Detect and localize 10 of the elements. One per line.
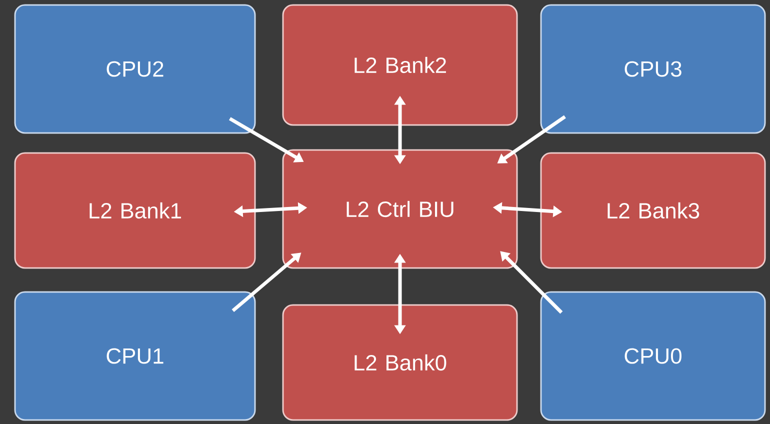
arrow (500, 251, 563, 314)
cache-box: L2 Bank3 (540, 152, 766, 269)
cache-box: L2 Bank1 (14, 152, 256, 269)
cpu-box: CPU2 (14, 4, 256, 134)
cpu-box: CPU0 (540, 291, 766, 421)
cpu-box: CPU3 (540, 4, 766, 134)
cache-box: L2 Bank0 (282, 304, 518, 421)
cpu-box: CPU1 (14, 291, 256, 421)
cache-box: L2 Bank2 (282, 4, 518, 126)
cache-box: L2 Ctrl BIU (282, 149, 518, 269)
